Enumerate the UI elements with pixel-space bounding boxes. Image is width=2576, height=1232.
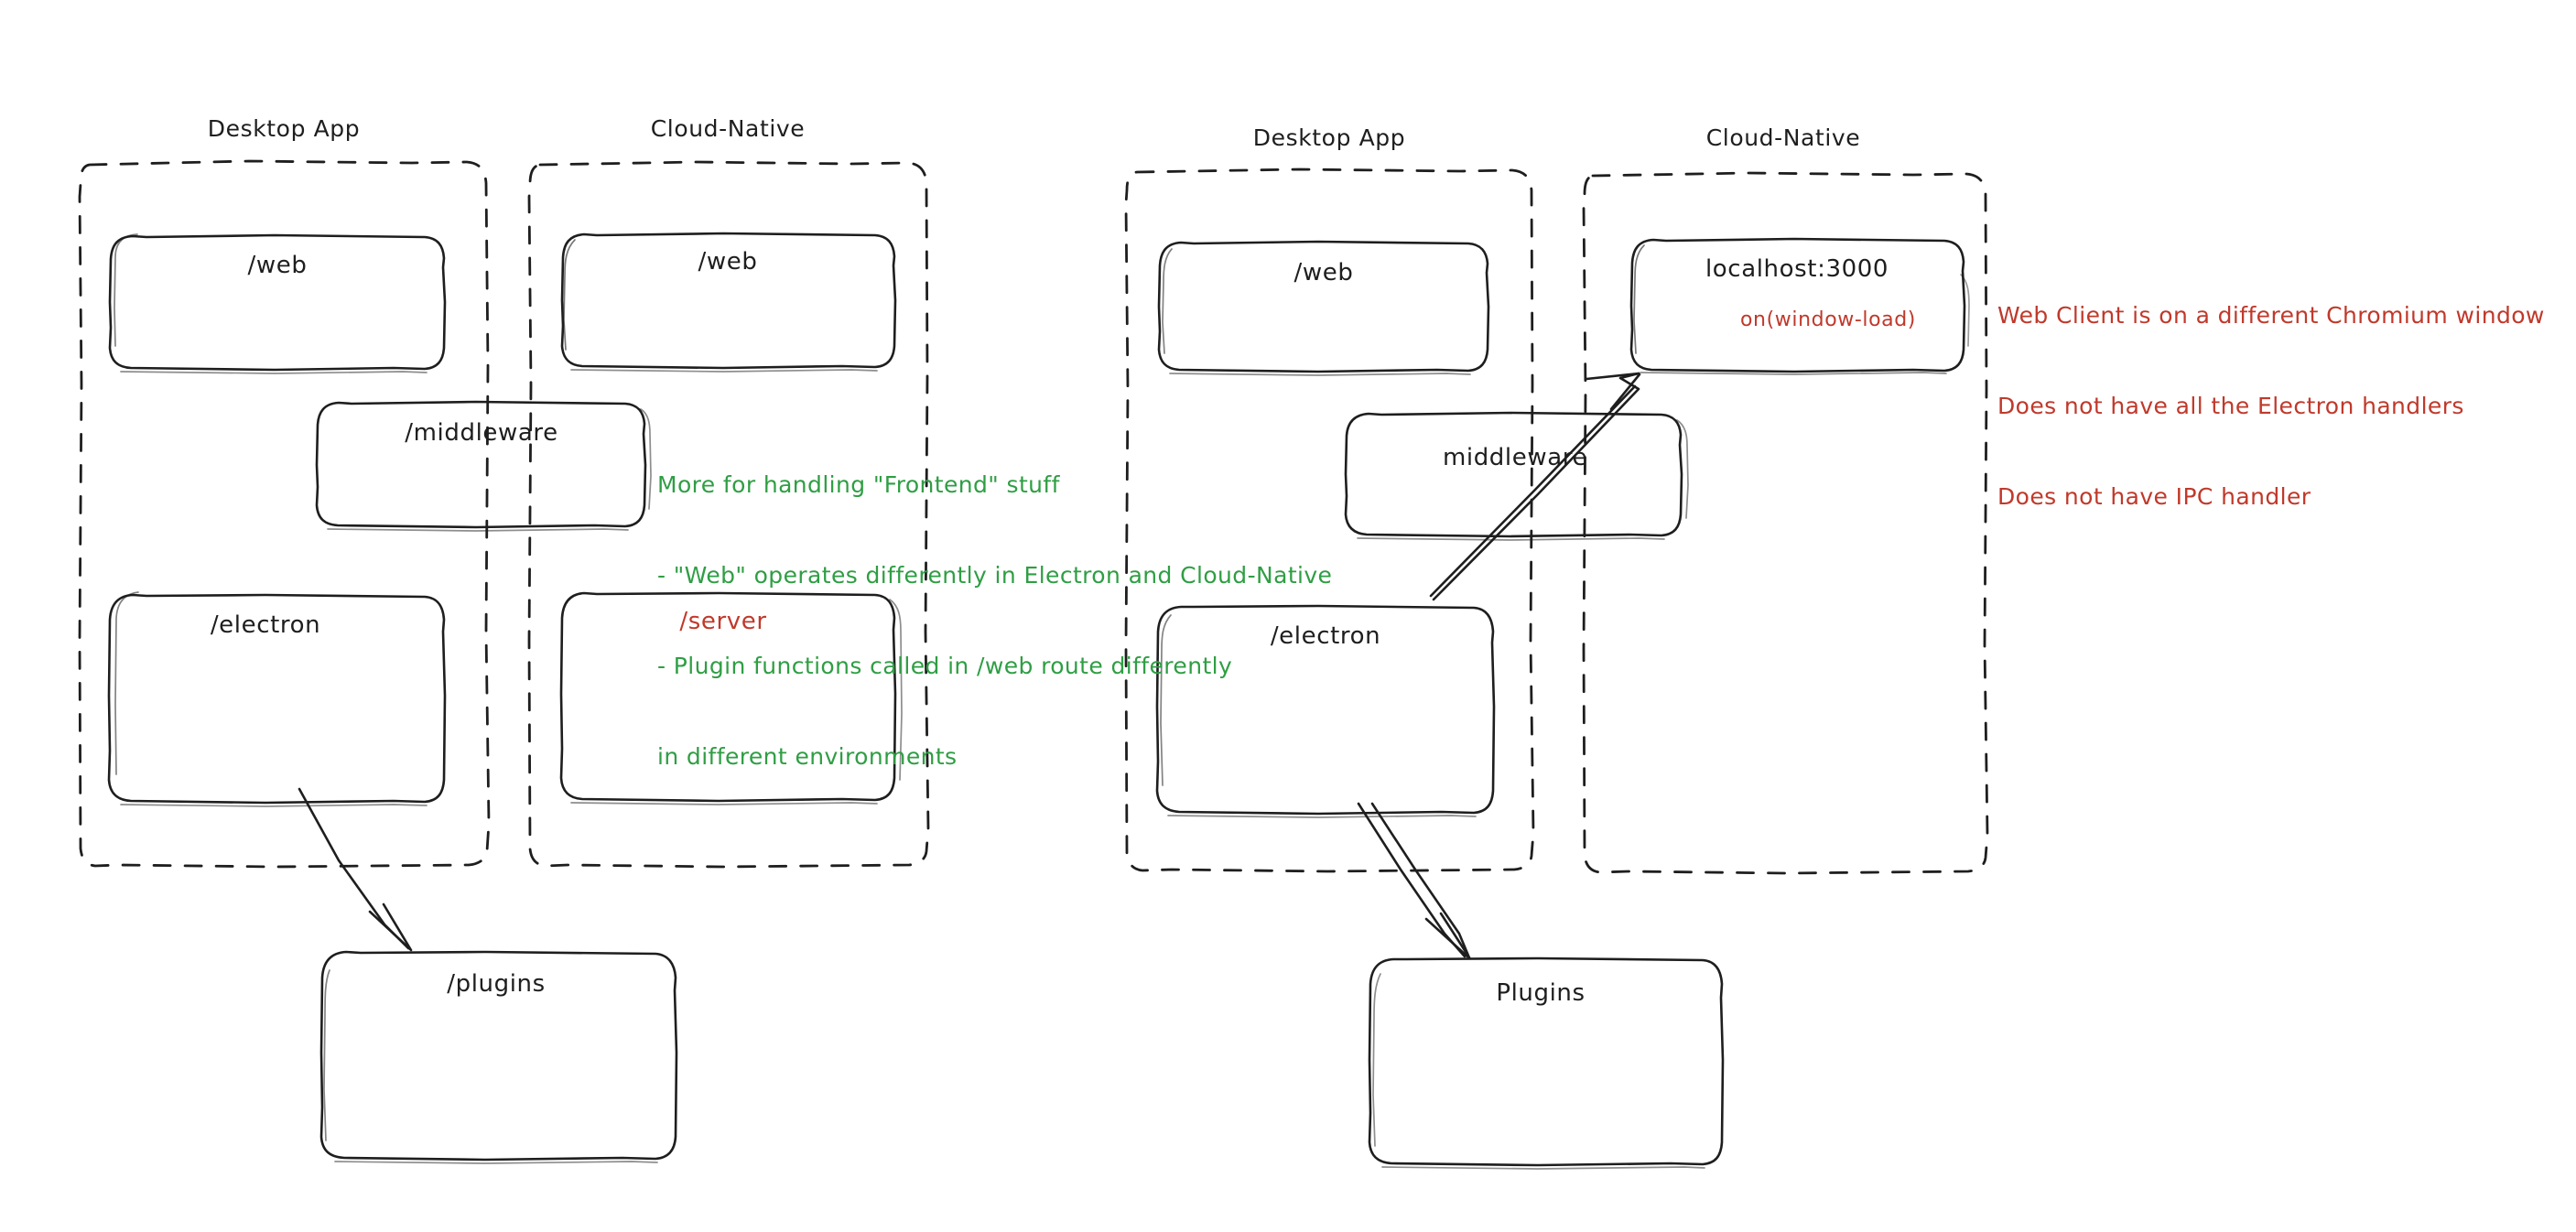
note-green-line-4: in different environments [657,743,958,770]
note-green-line-3: - Plugin functions called in /web route … [657,653,1233,679]
node-label-right-localhost: localhost:3000 [1705,255,1889,283]
node-label-left-desktop-web: /web [247,252,308,279]
node-label-right-plugins: Plugins [1496,979,1586,1007]
node-label-left-plugins: /plugins [447,970,546,998]
node-label-right-middleware: middleware [1442,444,1588,471]
node-label-left-cloud-web: /web [698,248,758,276]
node-label-right-desktop-web: /web [1293,259,1354,286]
note-red-line-1: Web Client is on a different Chromium wi… [1997,302,2545,329]
node-label-left-server: /server [679,608,767,635]
node-sublabel-right-localhost: on(window-load) [1740,308,1916,331]
arrow-right-electron-to-localhost [1429,372,1641,601]
arrow-right-electron-to-plugins [1357,802,1471,959]
note-green-line-1: More for handling "Frontend" stuff [657,471,1060,498]
note-red-line-2: Does not have all the Electron handlers [1997,393,2464,419]
node-label-left-electron: /electron [210,611,321,639]
node-label-left-middleware: /middleware [405,419,558,447]
node-right-middleware [1344,411,1689,541]
note-green: More for handling "Frontend" stuff - "We… [657,409,1332,832]
group-label-right-cloud-native: Cloud-Native [1705,124,1861,151]
node-label-right-electron: /electron [1270,622,1381,650]
arrow-left-electron-to-plugins [298,787,413,952]
note-red: Web Client is on a different Chromium wi… [1997,240,2545,572]
group-label-right-desktop-app: Desktop App [1252,124,1406,151]
group-label-left-desktop-app: Desktop App [207,115,361,142]
note-red-line-3: Does not have IPC handler [1997,483,2311,510]
note-green-line-2: - "Web" operates differently in Electron… [657,562,1333,589]
group-label-left-cloud-native: Cloud-Native [650,115,806,142]
